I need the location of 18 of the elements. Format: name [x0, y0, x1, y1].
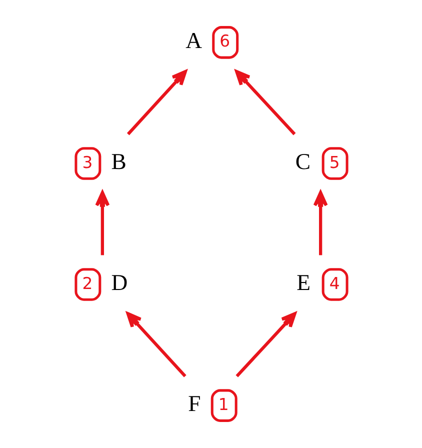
node-label: D — [110, 270, 128, 296]
arrow — [235, 312, 296, 378]
node-box: 5 — [321, 147, 348, 180]
node-label: B — [110, 149, 126, 174]
arrow — [234, 70, 296, 136]
node-box: 6 — [212, 26, 238, 59]
arrow — [126, 312, 186, 378]
node-box: 4 — [321, 268, 348, 301]
node-box: 3 — [74, 147, 101, 180]
node-box: 2 — [74, 268, 101, 301]
node-label: F — [188, 391, 200, 416]
arrow — [126, 70, 186, 136]
arrow — [94, 191, 110, 256]
arrow — [312, 191, 328, 256]
node-label: A — [185, 28, 202, 53]
node-box: 1 — [210, 389, 237, 422]
node-label: E — [296, 270, 310, 296]
node-label: C — [294, 149, 310, 174]
